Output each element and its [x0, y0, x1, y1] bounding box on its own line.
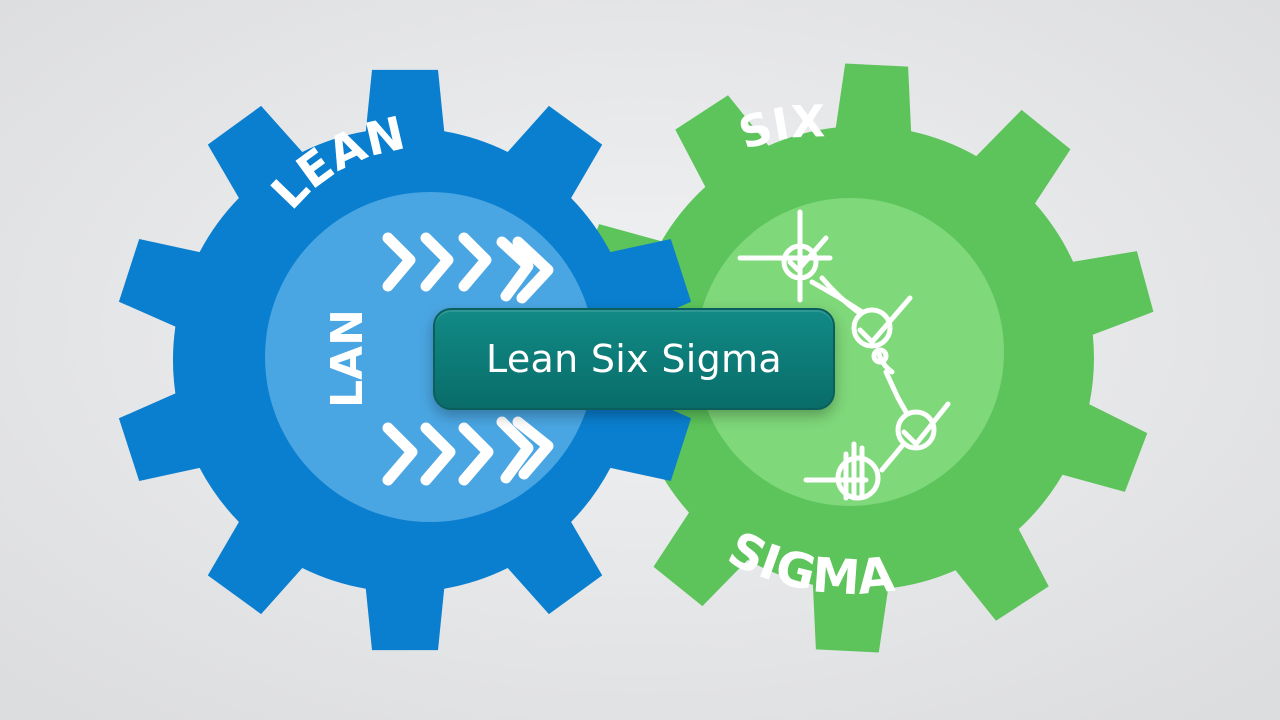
chevron-arrows-bottom-icon: [382, 416, 554, 486]
lean-six-sigma-label-text: Lean Six Sigma: [486, 337, 782, 381]
lean-six-sigma-label: Lean Six Sigma: [433, 308, 835, 410]
target-checkpoint-chain-icon: [737, 209, 951, 501]
chevron-arrows-top-icon: [382, 232, 554, 304]
lean-inner-label: LAN: [322, 309, 373, 408]
